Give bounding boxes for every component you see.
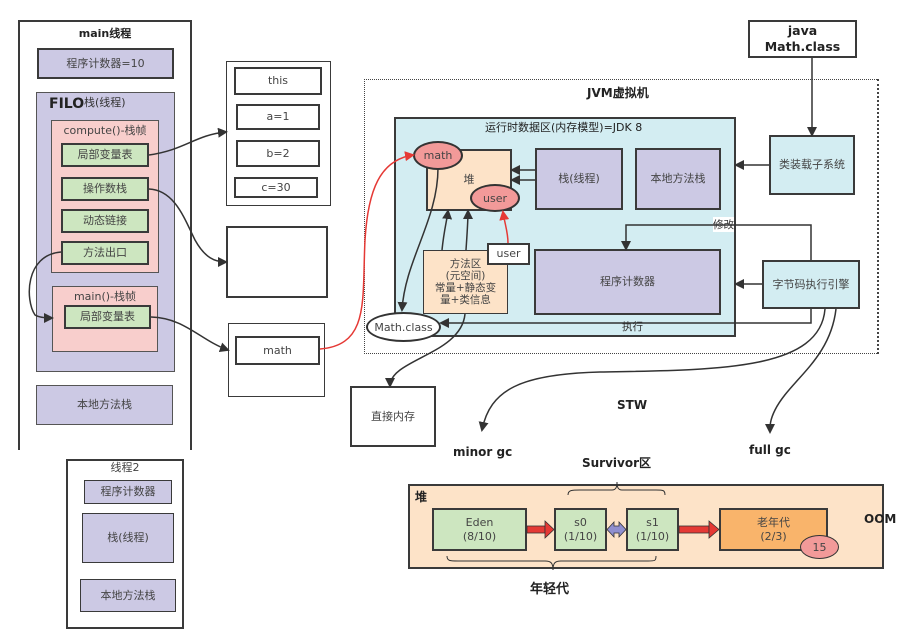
young-gen-label: 年轻代 (530, 582, 570, 597)
thread2-title: 线程2 (110, 461, 140, 474)
method-area-user: user (487, 243, 530, 265)
jvm-native-stack-label: 本地方法栈 (650, 172, 706, 186)
heap-object-user: user (470, 184, 520, 212)
local-var-this-label: this (267, 74, 289, 88)
operand-stack-box (226, 226, 328, 298)
main-program-counter: 程序计数器=10 (37, 48, 174, 79)
compute-local-vars-label: 局部变量表 (77, 148, 133, 162)
gc-heap-label: 堆 (415, 490, 428, 504)
compute-method-exit-label: 方法出口 (83, 246, 127, 260)
math-class-object-label: Math.class (374, 320, 433, 334)
thread2-native-stack: 本地方法栈 (80, 579, 176, 612)
class-file: java Math.class (748, 20, 857, 58)
main-native-stack: 本地方法栈 (36, 385, 173, 425)
class-loader-subsystem: 类装载子系统 (769, 135, 855, 195)
heap-object-math-label: math (423, 149, 453, 162)
main-native-stack-label: 本地方法栈 (77, 398, 132, 412)
thread2-stack-label: 栈(线程) (107, 531, 149, 545)
main-local-vars-label: 局部变量表 (80, 310, 135, 324)
jvm-native-stack: 本地方法栈 (635, 148, 721, 210)
bytecode-exec-engine-label: 字节码执行引擎 (772, 277, 850, 291)
main-local-var-math-label: math (263, 343, 292, 357)
main-local-vars: 局部变量表 (64, 305, 151, 329)
local-var-c: c=30 (234, 177, 318, 198)
local-var-a-label: a=1 (266, 110, 290, 124)
jvm-program-counter-label: 程序计数器 (600, 275, 655, 289)
local-var-this: this (234, 67, 322, 95)
compute-operand-stack: 操作数栈 (61, 177, 149, 201)
direct-memory: 直接内存 (350, 386, 436, 447)
runtime-data-area-title: 运行时数据区(内存模型)=JDK 8 (485, 121, 643, 134)
main-program-counter-label: 程序计数器=10 (66, 56, 145, 70)
s1-label: s1 (646, 515, 659, 529)
class-file-label: java Math.class (764, 23, 841, 54)
minor-gc-label: minor gc (453, 445, 513, 459)
execute-label: 执行 (622, 319, 643, 334)
main-thread-title: main线程 (78, 27, 132, 40)
method-area-line: (元空间) (445, 269, 486, 282)
eden-ratio: (8/10) (462, 529, 497, 543)
main-frame-title: main()-栈帧 (73, 290, 137, 303)
direct-memory-label: 直接内存 (371, 409, 415, 423)
full-gc-label: full gc (749, 443, 791, 457)
oom-label: OOM (864, 512, 897, 526)
local-var-a: a=1 (236, 104, 320, 130)
math-class-object: Math.class (366, 312, 441, 342)
thread2-stack: 栈(线程) (82, 513, 174, 563)
main-stack-label: 栈(线程) (84, 96, 126, 109)
thread2-native-stack-label: 本地方法栈 (100, 588, 156, 602)
s0-ratio: (1/10) (563, 529, 598, 543)
survivor-label: Survivor区 (582, 456, 652, 470)
jvm-stack-label: 栈(线程) (558, 172, 600, 186)
s0-label: s0 (574, 515, 587, 529)
s1-ratio: (1/10) (635, 529, 670, 543)
thread2-program-counter: 程序计数器 (84, 480, 172, 504)
filo-label: FILO (49, 96, 85, 112)
main-local-var-math: math (235, 336, 320, 365)
compute-dynamic-link-label: 动态链接 (83, 214, 127, 228)
method-area-line: 方法区 (449, 257, 482, 270)
compute-dynamic-link: 动态链接 (61, 209, 149, 233)
local-var-b-label: b=2 (266, 146, 290, 160)
stw-label: STW (617, 398, 648, 412)
eden-label: Eden (465, 515, 494, 529)
method-area-line: 常量+静态变 (434, 282, 497, 294)
jvm-program-counter: 程序计数器 (534, 249, 721, 315)
age-threshold-badge: 15 (800, 535, 839, 559)
age-threshold-label: 15 (812, 540, 827, 554)
modify-label: 修改 (713, 217, 734, 232)
local-var-c-label: c=30 (261, 180, 291, 194)
old-gen-ratio: (2/3) (760, 529, 787, 543)
class-loader-subsystem-label: 类装载子系统 (779, 158, 845, 172)
local-var-b: b=2 (236, 140, 320, 167)
eden-space: Eden(8/10) (432, 508, 527, 551)
jvm-title: JVM虚拟机 (587, 86, 649, 100)
survivor-s1: s1(1/10) (626, 508, 679, 551)
compute-operand-stack-label: 操作数栈 (83, 182, 127, 196)
method-area-user-label: user (496, 247, 521, 261)
survivor-s0: s0(1/10) (554, 508, 607, 551)
method-area-line: 量+类信息 (440, 294, 491, 307)
heap-object-user-label: user (483, 191, 507, 205)
heap-object-math: math (413, 141, 463, 170)
compute-frame-title: compute()-栈帧 (63, 124, 147, 137)
jvm-heap-label: 堆 (463, 173, 475, 187)
old-gen-label: 老年代 (757, 515, 790, 529)
compute-local-vars: 局部变量表 (61, 143, 149, 167)
compute-method-exit: 方法出口 (61, 241, 149, 265)
bytecode-exec-engine: 字节码执行引擎 (762, 260, 860, 309)
thread2-program-counter-label: 程序计数器 (100, 485, 156, 499)
jvm-stack: 栈(线程) (535, 148, 623, 210)
